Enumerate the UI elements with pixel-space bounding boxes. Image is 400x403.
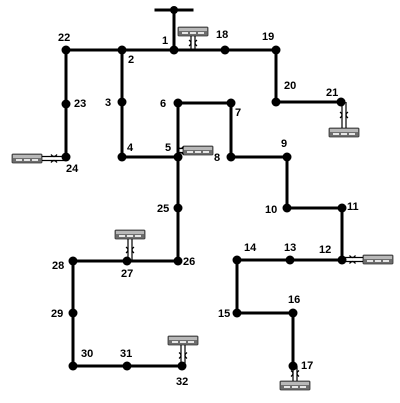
node-6 xyxy=(173,98,183,108)
node-label-20: 20 xyxy=(284,80,296,92)
node-label-15: 15 xyxy=(218,308,230,320)
distributed-generator-icon xyxy=(177,26,209,50)
distributed-generator-icon xyxy=(11,153,66,164)
node-7 xyxy=(226,98,236,108)
node-15 xyxy=(232,308,242,318)
distributed-generator-icon xyxy=(342,254,394,265)
node-17 xyxy=(288,361,298,371)
generators-layer xyxy=(11,26,394,391)
node-21 xyxy=(336,97,346,107)
node-label-31: 31 xyxy=(120,348,132,360)
node-label-3: 3 xyxy=(105,97,111,109)
node-30 xyxy=(68,361,78,371)
node-label-17: 17 xyxy=(301,360,313,372)
node-1 xyxy=(169,45,179,55)
node-22 xyxy=(61,45,71,55)
grid-source-icon xyxy=(154,6,194,52)
node-label-4: 4 xyxy=(127,142,134,154)
node-label-1: 1 xyxy=(162,35,168,47)
node-label-25: 25 xyxy=(157,203,169,215)
node-3 xyxy=(117,97,127,107)
node-label-26: 26 xyxy=(183,256,195,268)
node-label-14: 14 xyxy=(244,242,257,254)
node-31 xyxy=(122,361,132,371)
node-label-29: 29 xyxy=(51,308,63,320)
node-label-16: 16 xyxy=(288,294,300,306)
node-label-10: 10 xyxy=(265,204,277,216)
node-2 xyxy=(117,45,127,55)
node-label-6: 6 xyxy=(160,98,166,110)
node-11 xyxy=(337,203,347,213)
node-29 xyxy=(68,308,78,318)
node-8 xyxy=(226,152,236,162)
node-20 xyxy=(271,97,281,107)
node-18 xyxy=(220,45,230,55)
node-label-13: 13 xyxy=(284,242,296,254)
node-label-2: 2 xyxy=(128,54,134,66)
node-label-5: 5 xyxy=(165,142,171,154)
node-23 xyxy=(61,99,71,109)
node-25 xyxy=(173,203,183,213)
node-label-9: 9 xyxy=(281,138,287,150)
node-label-19: 19 xyxy=(262,31,274,43)
node-27 xyxy=(122,256,132,266)
node-label-23: 23 xyxy=(74,98,86,110)
source-node xyxy=(170,6,178,14)
node-label-12: 12 xyxy=(319,244,331,256)
node-19 xyxy=(271,45,281,55)
distributed-generator-icon xyxy=(328,102,360,138)
node-label-18: 18 xyxy=(216,29,228,41)
node-10 xyxy=(282,203,292,213)
node-9 xyxy=(282,152,292,162)
node-13 xyxy=(285,255,295,265)
node-label-27: 27 xyxy=(121,268,133,280)
node-label-24: 24 xyxy=(66,163,79,175)
node-5 xyxy=(173,152,183,162)
node-32 xyxy=(177,361,187,371)
nodes-layer xyxy=(61,45,347,371)
node-26 xyxy=(173,256,183,266)
node-label-7: 7 xyxy=(235,107,241,119)
node-28 xyxy=(68,256,78,266)
node-24 xyxy=(61,152,71,162)
lines-layer xyxy=(64,48,344,368)
distributed-generator-icon xyxy=(114,229,146,261)
node-label-8: 8 xyxy=(214,152,220,164)
node-16 xyxy=(288,308,298,318)
node-label-11: 11 xyxy=(347,201,359,213)
node-label-21: 21 xyxy=(326,87,338,99)
distributed-generator-icon xyxy=(177,145,214,156)
node-label-22: 22 xyxy=(58,32,70,44)
node-label-30: 30 xyxy=(81,348,93,360)
distributed-generator-icon xyxy=(167,335,199,366)
node-4 xyxy=(117,152,127,162)
node-12 xyxy=(337,255,347,265)
node-14 xyxy=(232,255,242,265)
node-label-32: 32 xyxy=(176,376,188,388)
node-label-28: 28 xyxy=(52,260,64,272)
